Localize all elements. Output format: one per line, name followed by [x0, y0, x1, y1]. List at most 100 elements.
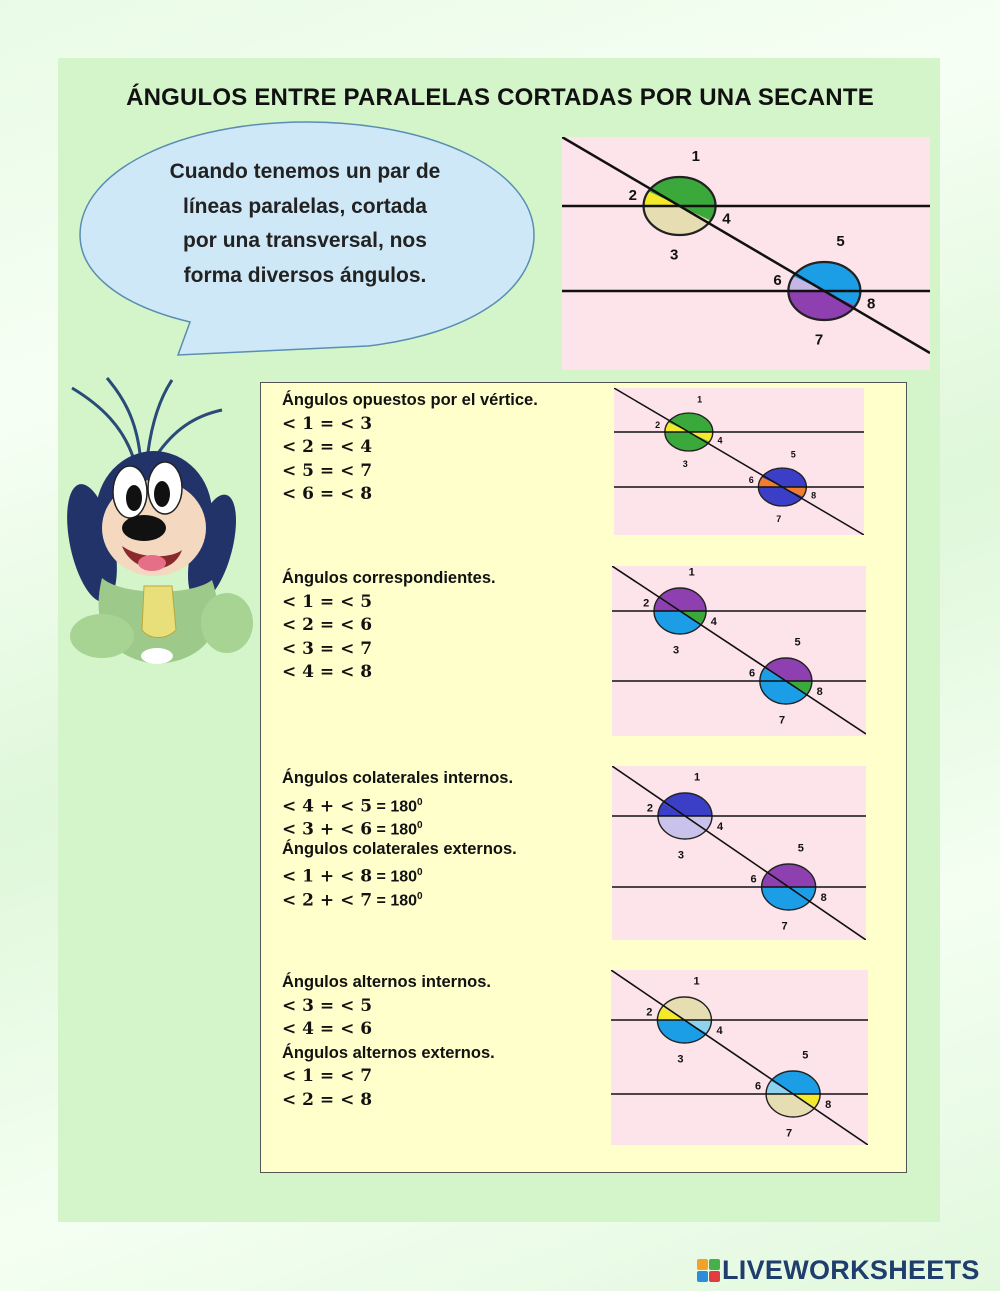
angle-8-sector — [824, 291, 861, 306]
angle-label-5: 5 — [791, 450, 796, 460]
angle-label-7: 7 — [779, 715, 785, 727]
angle-label-8: 8 — [821, 892, 827, 904]
equation: < 6 = < 8 — [282, 484, 373, 504]
section-heading: Ángulos alternos internos. — [282, 973, 492, 991]
angle-label-3: 3 — [670, 247, 678, 264]
angle-label-7: 7 — [782, 921, 788, 933]
angle-label-8: 8 — [867, 295, 875, 312]
section-heading: Ángulos alternos externos. — [282, 1043, 495, 1062]
logo-text: LIVEWORKSHEETS — [722, 1254, 980, 1285]
angle-label-7: 7 — [786, 1128, 792, 1140]
angle-label-8: 8 — [825, 1099, 831, 1111]
section-heading: Ángulos colaterales externos. — [282, 839, 517, 858]
angle-2-sector — [657, 1007, 685, 1020]
angle-8-sector — [793, 1094, 821, 1107]
angle-8-sector — [782, 487, 807, 497]
angle-label-2: 2 — [643, 597, 649, 609]
equation: < 4 + < 5 = 1800 — [282, 796, 423, 817]
angle-8-sector — [785, 681, 812, 694]
transversal-line — [614, 388, 864, 535]
section-opposite-angles: Ángulos opuestos por el vértice. < 1 = <… — [282, 389, 538, 507]
angle-label-4: 4 — [722, 210, 731, 227]
angle-label-2: 2 — [629, 187, 637, 204]
angle-2-sector — [657, 803, 685, 816]
equation: < 3 = < 7 — [282, 638, 373, 659]
angle-2-sector — [643, 191, 680, 206]
angle-label-2: 2 — [655, 420, 660, 430]
angle-4-sector — [688, 432, 713, 442]
angle-5-sector — [770, 1071, 821, 1094]
angle-6-sector — [788, 276, 825, 291]
bubble-text: Cuando tenemos un par de líneas paralela… — [169, 160, 441, 287]
equation: < 5 = < 7 — [282, 460, 373, 481]
equation: < 2 = < 6 — [282, 615, 373, 635]
section-alternate-angles: Ángulos alternos internos. < 3 = < 5 < 4… — [282, 971, 495, 1112]
angle-label-5: 5 — [795, 636, 801, 648]
equation: < 2 = < 8 — [282, 1089, 373, 1110]
angle-7-sector — [761, 887, 811, 910]
angle-label-8: 8 — [811, 490, 816, 500]
diagram-opposite-angles: 1 2 3 4 5 6 7 8 — [614, 388, 864, 535]
angle-label-3: 3 — [683, 459, 688, 469]
equation: < 4 = < 6 — [282, 1019, 373, 1039]
angle-label-1: 1 — [697, 395, 702, 405]
section-heading: Ángulos opuestos por el vértice. — [282, 391, 538, 409]
angle-4-sector — [684, 816, 712, 829]
angle-2-sector — [654, 598, 681, 611]
section-heading: Ángulos correspondientes. — [282, 569, 496, 587]
transversal-line — [612, 566, 866, 735]
angle-6-sector — [758, 477, 783, 487]
angle-label-5: 5 — [798, 842, 804, 854]
angle-5-sector — [766, 864, 816, 887]
section-collateral-angles: Ángulos colaterales internos. < 4 + < 5 … — [282, 767, 517, 911]
section-heading: Ángulos colaterales internos. — [282, 769, 514, 787]
angle-2-sector — [664, 422, 689, 432]
angle-6-sector — [759, 668, 786, 681]
angle-3-sector — [657, 1020, 707, 1043]
angle-label-6: 6 — [749, 475, 754, 485]
speech-bubble — [79, 121, 535, 356]
angle-4-sector — [680, 611, 707, 624]
equation: < 1 = < 7 — [282, 1066, 373, 1086]
transversal-line — [612, 766, 866, 940]
angle-label-4: 4 — [716, 1025, 723, 1037]
angle-label-5: 5 — [836, 233, 844, 250]
angle-8-sector — [788, 887, 816, 900]
equation: < 1 + < 8 = 1800 — [282, 866, 423, 887]
angle-label-7: 7 — [776, 514, 781, 524]
equation: < 1 = < 3 — [282, 413, 373, 434]
angle-1-sector — [662, 997, 712, 1020]
angle-label-3: 3 — [678, 850, 684, 862]
equation: < 3 + < 6 = 1800 — [282, 819, 423, 840]
angle-label-6: 6 — [749, 667, 755, 679]
angle-6-sector — [761, 874, 789, 887]
angle-7-sector — [766, 1094, 816, 1117]
angle-label-2: 2 — [647, 802, 653, 814]
equation: < 3 = < 5 — [282, 995, 373, 1016]
logo-mark-icon — [697, 1258, 720, 1282]
angle-label-5: 5 — [802, 1049, 808, 1061]
equation: < 2 = < 4 — [282, 437, 373, 457]
equation: < 4 = < 8 — [282, 662, 373, 682]
angle-label-7: 7 — [815, 332, 823, 349]
section-corresponding-angles: Ángulos correspondientes. < 1 = < 5 < 2 … — [282, 567, 496, 685]
transversal-line — [562, 137, 930, 355]
angle-label-3: 3 — [677, 1054, 683, 1066]
angle-label-2: 2 — [646, 1006, 652, 1018]
equation: < 2 + < 7 = 1800 — [282, 890, 423, 911]
angle-label-6: 6 — [755, 1080, 761, 1092]
angle-4-sector — [679, 206, 716, 221]
angle-label-4: 4 — [711, 616, 718, 628]
angle-label-1: 1 — [694, 975, 700, 987]
angle-1-sector — [662, 793, 712, 816]
angle-4-sector — [684, 1020, 712, 1033]
liveworksheets-logo: LIVEWORKSHEETS — [697, 1253, 980, 1287]
angle-label-3: 3 — [673, 645, 679, 657]
baby-goofy-illustration — [67, 377, 253, 664]
angle-label-4: 4 — [717, 435, 722, 445]
angle-label-1: 1 — [694, 771, 700, 783]
page-title: ÁNGULOS ENTRE PARALELAS CORTADAS POR UNA… — [126, 84, 874, 111]
